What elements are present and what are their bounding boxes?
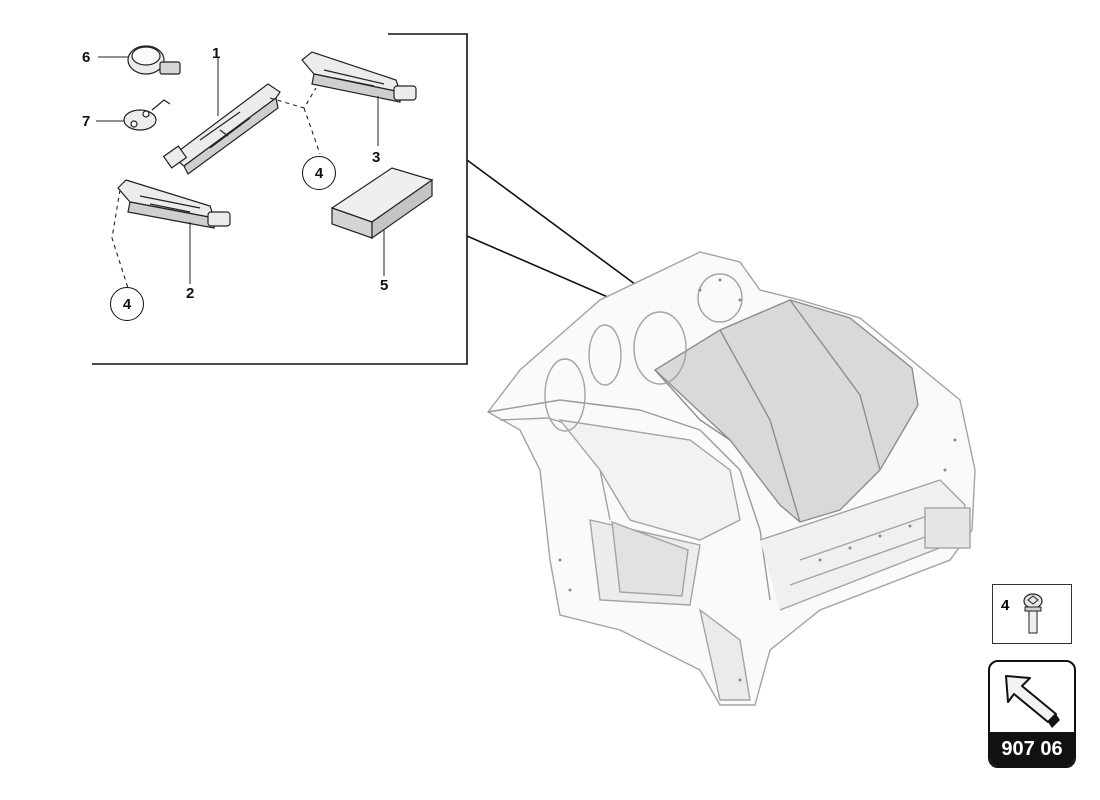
callout-3: 3 <box>372 149 381 166</box>
callout-5: 5 <box>380 277 389 294</box>
screw-legend-box: 4 <box>992 584 1072 644</box>
screw-icon <box>1023 593 1043 634</box>
part-2-antenna-module <box>117 179 231 284</box>
callout-4-circle-lower: 4 <box>110 287 144 321</box>
page-nav-button[interactable]: 907 06 <box>988 660 1076 768</box>
callout-6: 6 <box>82 49 91 66</box>
callout-2: 2 <box>186 285 195 302</box>
dashed-leaders <box>111 87 321 289</box>
screw-legend-label: 4 <box>1001 597 1010 614</box>
part-1-antenna-module <box>162 58 281 175</box>
callout-1: 1 <box>212 45 221 62</box>
callout-4-circle-upper: 4 <box>302 156 336 190</box>
vehicle-body <box>486 251 976 706</box>
part-5-control-unit <box>330 167 434 276</box>
arrow-up-left-icon <box>1005 675 1060 728</box>
part-7-bracket <box>96 99 171 131</box>
part-3-antenna-module <box>301 51 417 146</box>
part-6-sensor <box>98 45 181 75</box>
page-nav-label: 907 06 <box>990 732 1074 766</box>
callout-7: 7 <box>82 113 91 130</box>
